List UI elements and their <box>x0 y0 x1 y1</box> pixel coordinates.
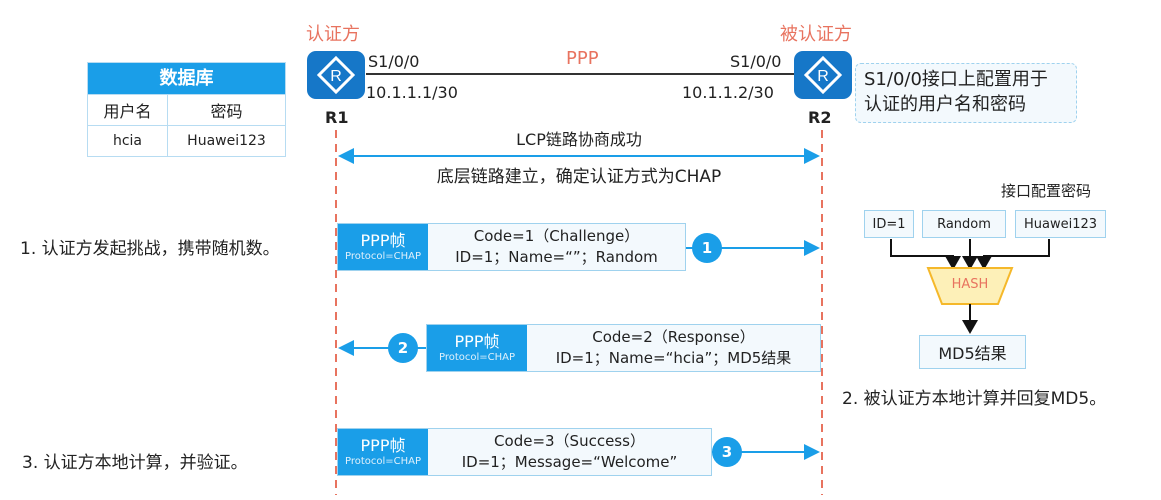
frame-protocol: Protocol=CHAP <box>438 351 516 363</box>
frame-title: PPP帧 <box>360 230 406 250</box>
step2-frame: PPP帧 Protocol=CHAP Code=2（Response） ID=1… <box>426 324 821 372</box>
r2-ip: 10.1.1.2/30 <box>682 83 774 102</box>
hash-input-id: ID=1 <box>864 210 914 238</box>
frame-title: PPP帧 <box>454 331 500 351</box>
r2-interface: S1/0/0 <box>730 52 782 71</box>
hash-input-password: Huawei123 <box>1015 210 1106 238</box>
svg-text:R: R <box>330 68 342 85</box>
step2-badge: 2 <box>388 333 418 363</box>
frame-header: PPP帧 Protocol=CHAP <box>338 429 428 475</box>
lcp-success-label: LCP链路协商成功 <box>516 130 642 149</box>
frame-code: Code=1（Challenge） <box>473 227 640 245</box>
database-row: hcia Huawei123 <box>88 125 285 156</box>
r1-ip: 10.1.1.1/30 <box>366 83 458 102</box>
step1-description: 1. 认证方发起挑战，携带随机数。 <box>20 239 280 259</box>
frame-title: PPP帧 <box>360 435 406 455</box>
step2-description: 2. 被认证方本地计算并回复MD5。 <box>842 389 1107 409</box>
hash-connector-id <box>890 239 961 270</box>
hash-output: MD5结果 <box>919 335 1026 369</box>
router-r2: R <box>794 51 852 99</box>
router-r1: R <box>307 51 365 99</box>
hash-function-label: HASH <box>951 277 989 292</box>
config-note: S1/0/0接口上配置用于 认证的用户名和密码 <box>855 63 1077 123</box>
frame-header: PPP帧 Protocol=CHAP <box>427 325 527 371</box>
router-icon: R <box>804 56 842 94</box>
lcp-auth-label: 底层链路建立，确定认证方式为CHAP <box>436 167 722 187</box>
r1-interface: S1/0/0 <box>368 52 420 71</box>
step1-badge: 1 <box>692 233 722 263</box>
config-note-line1: S1/0/0接口上配置用于 <box>864 69 1048 90</box>
database-table: 数据库 用户名 密码 hcia Huawei123 <box>87 62 286 157</box>
frame-fields: ID=1；Name=“hcia”；MD5结果 <box>555 349 792 367</box>
frame-fields: ID=1；Name=“”；Random <box>455 248 658 266</box>
frame-body: Code=2（Response） ID=1；Name=“hcia”；MD5结果 <box>527 325 820 371</box>
hash-title: 接口配置密码 <box>1001 182 1092 200</box>
hash-connector-password <box>976 239 1050 270</box>
r2-name: R2 <box>808 108 832 127</box>
config-note-line2: 认证的用户名和密码 <box>864 94 1026 115</box>
cell-username: hcia <box>88 126 168 156</box>
step1-frame: PPP帧 Protocol=CHAP Code=1（Challenge） ID=… <box>337 223 686 271</box>
header-password: 密码 <box>210 102 243 121</box>
step3-badge: 3 <box>712 437 742 467</box>
authenticator-role-label: 认证方 <box>306 24 360 45</box>
step3-frame: PPP帧 Protocol=CHAP Code=3（Success） ID=1；… <box>337 428 712 476</box>
database-header-row: 用户名 密码 <box>88 94 285 125</box>
svg-text:R: R <box>817 68 829 85</box>
frame-header: PPP帧 Protocol=CHAP <box>338 224 428 270</box>
database-title: 数据库 <box>88 63 285 94</box>
frame-fields: ID=1；Message=“Welcome” <box>461 453 678 471</box>
frame-code: Code=3（Success） <box>494 432 645 450</box>
ppp-link-label: PPP <box>566 48 599 69</box>
authenticatee-role-label: 被认证方 <box>780 24 852 45</box>
router-icon: R <box>317 56 355 94</box>
frame-code: Code=2（Response） <box>592 328 755 346</box>
hash-trapezoid <box>926 267 1014 305</box>
frame-protocol: Protocol=CHAP <box>344 250 422 262</box>
cell-password: Huawei123 <box>187 133 266 149</box>
hash-input-random: Random <box>922 210 1006 238</box>
r1-name: R1 <box>325 108 349 127</box>
frame-protocol: Protocol=CHAP <box>344 455 422 467</box>
frame-body: Code=1（Challenge） ID=1；Name=“”；Random <box>428 224 685 270</box>
step3-description: 3. 认证方本地计算，并验证。 <box>22 453 248 473</box>
header-username: 用户名 <box>88 95 168 125</box>
frame-body: Code=3（Success） ID=1；Message=“Welcome” <box>428 429 711 475</box>
